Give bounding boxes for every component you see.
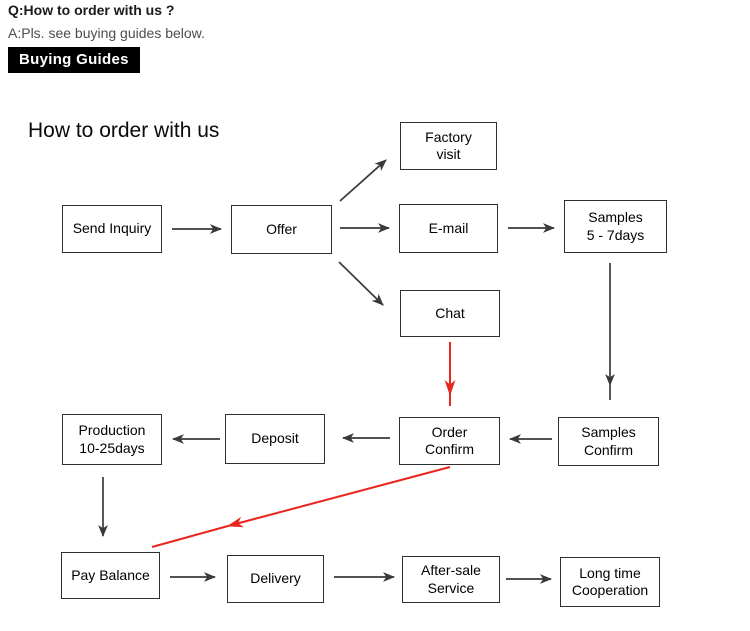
node-production-10-25days: Production 10-25days — [62, 414, 162, 465]
faq-question: Q:How to order with us ? — [8, 2, 175, 18]
diagram-title: How to order with us — [28, 119, 220, 142]
arrow-offer-to-chat — [338, 261, 384, 306]
node-samples-confirm: Samples Confirm — [558, 417, 659, 466]
arrow-offer-to-factory-visit — [339, 159, 387, 202]
faq-answer: A:Pls. see buying guides below. — [8, 25, 205, 41]
node-send-inquiry: Send Inquiry — [62, 205, 162, 253]
node-long-time-cooperation: Long time Cooperation — [560, 557, 660, 607]
node-chat: Chat — [400, 290, 500, 337]
node-delivery: Delivery — [227, 555, 324, 603]
node-factory-visit: Factory visit — [400, 122, 497, 170]
node-email: E-mail — [399, 204, 498, 253]
node-deposit: Deposit — [225, 414, 325, 464]
buying-guides-badge: Buying Guides — [8, 47, 140, 73]
node-after-sale-service: After-sale Service — [402, 556, 500, 603]
node-samples-5-7days: Samples 5 - 7days — [564, 200, 667, 253]
node-pay-balance: Pay Balance — [61, 552, 160, 599]
node-offer: Offer — [231, 205, 332, 254]
node-order-confirm: Order Confirm — [399, 417, 500, 465]
arrow-order-confirm-to-pay-balance — [151, 466, 451, 548]
